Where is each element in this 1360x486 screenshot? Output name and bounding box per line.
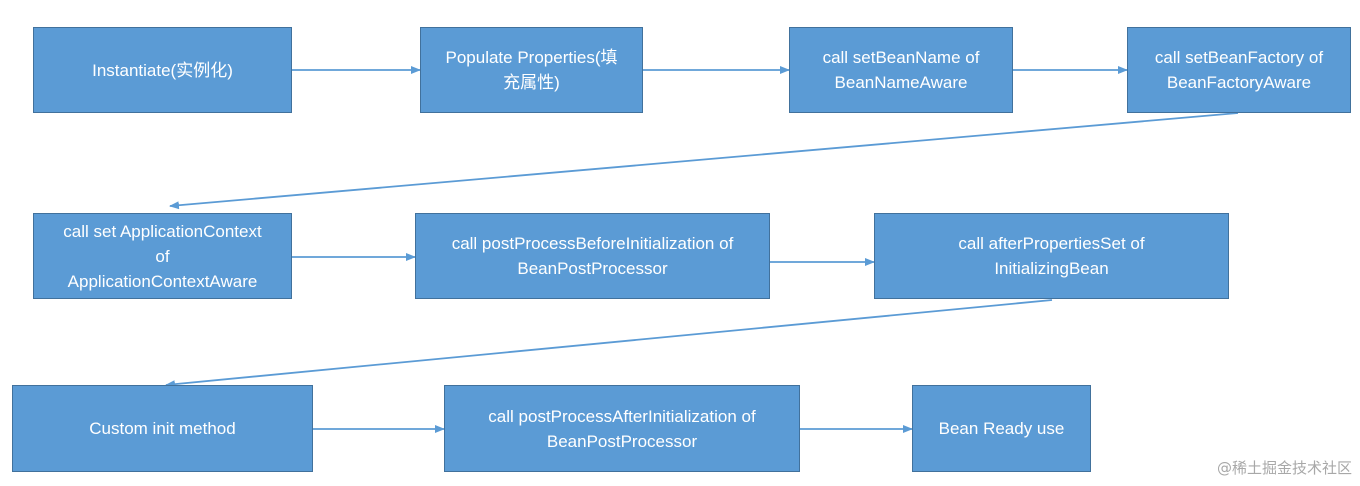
node-populate-properties: Populate Properties(填 充属性): [420, 27, 643, 113]
node-post-process-after-init-line1: call postProcessAfterInitialization of: [488, 406, 756, 426]
node-bean-ready: Bean Ready use: [912, 385, 1091, 472]
node-set-application-context-line2: of: [155, 246, 170, 266]
arrow-afterprops-to-custominit: [165, 299, 1053, 389]
node-after-properties-set-line1: call afterPropertiesSet of: [958, 234, 1145, 253]
node-set-bean-factory-line1: call setBeanFactory of: [1154, 48, 1324, 67]
node-after-properties-set: call afterPropertiesSet of InitializingB…: [874, 213, 1229, 299]
node-post-process-after-init-line2: BeanPostProcessor: [546, 431, 698, 451]
node-set-bean-name-line2: BeanNameAware: [834, 73, 968, 92]
node-set-application-context-line1: call set ApplicationContext: [63, 221, 262, 241]
node-post-process-before-init-line2: BeanPostProcessor: [517, 259, 668, 278]
node-post-process-before-init-line1: call postProcessBeforeInitialization of: [451, 234, 734, 253]
node-instantiate: Instantiate(实例化): [33, 27, 292, 113]
node-after-properties-set-line2: InitializingBean: [994, 259, 1109, 278]
node-post-process-after-init: call postProcessAfterInitialization of B…: [444, 385, 800, 472]
node-custom-init-method: Custom init method: [12, 385, 313, 472]
node-set-bean-name: call setBeanName of BeanNameAware: [789, 27, 1013, 113]
node-set-bean-factory-line2: BeanFactoryAware: [1166, 73, 1312, 92]
node-populate-properties-line2: 充属性): [503, 73, 560, 92]
node-instantiate-line1: Instantiate(实例化): [92, 60, 233, 80]
node-set-bean-name-line1: call setBeanName of: [822, 48, 980, 67]
node-post-process-before-init: call postProcessBeforeInitialization of …: [415, 213, 770, 299]
arrow-setbeanfactory-to-appcontext: [169, 112, 1239, 210]
node-set-bean-factory: call setBeanFactory of BeanFactoryAware: [1127, 27, 1351, 113]
node-custom-init-method-line1: Custom init method: [89, 419, 236, 438]
node-bean-ready-line1: Bean Ready use: [938, 419, 1065, 438]
watermark-text: @稀土掘金技术社区: [1216, 459, 1352, 477]
node-populate-properties-line1: Populate Properties(填: [445, 48, 618, 67]
node-set-application-context: call set ApplicationContext of Applicati…: [33, 213, 292, 299]
node-set-application-context-line3: ApplicationContextAware: [67, 271, 258, 291]
